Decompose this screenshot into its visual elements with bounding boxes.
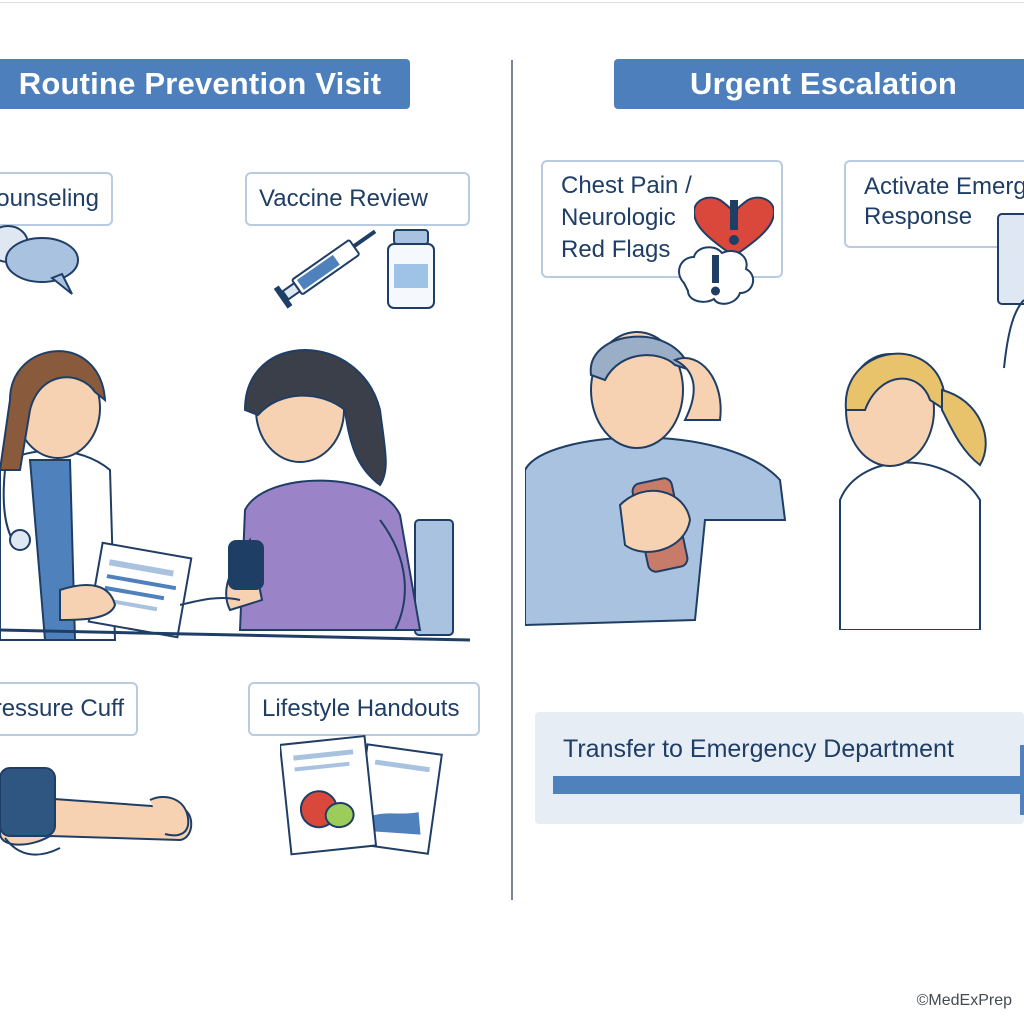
- brain-alert-icon: [678, 246, 755, 305]
- doctor-patient-illustration: [0, 349, 471, 642]
- vial-icon: [387, 229, 435, 309]
- copyright: ©MedExPrep: [916, 992, 1012, 1009]
- transfer-panel: [535, 712, 1024, 824]
- nurse-illustration: [839, 352, 987, 630]
- transfer-label: Transfer to Emergency Department: [563, 735, 954, 763]
- left-banner-title: Routine Prevention Visit: [18, 66, 382, 101]
- heart-alert-icon: [694, 196, 774, 258]
- top-rule: [0, 2, 1024, 3]
- handout-icon: [280, 734, 443, 856]
- label-activate-response: Activate Emergency Response: [844, 160, 1024, 248]
- bp-cuff-icon: [0, 767, 193, 856]
- label-vaccine-review: Vaccine Review: [245, 172, 470, 226]
- right-banner-title: Urgent Escalation: [690, 66, 957, 101]
- phone-icon: [997, 213, 1024, 369]
- label-lifestyle-handouts: Lifestyle Handouts: [248, 682, 480, 736]
- transfer-arrow-head: [1020, 745, 1024, 815]
- left-banner: Routine Prevention Visit: [0, 59, 410, 109]
- panel-divider: [511, 60, 513, 900]
- speech-bubbles-icon: [0, 225, 79, 295]
- transfer-arrow-line: [553, 776, 1024, 794]
- syringe-icon: [273, 229, 377, 309]
- right-banner: Urgent Escalation: [614, 59, 1024, 109]
- patient-distress-illustration: [525, 331, 787, 627]
- label-counseling: Counseling: [0, 172, 113, 226]
- label-pressure-cuff: Pressure Cuff: [0, 682, 138, 736]
